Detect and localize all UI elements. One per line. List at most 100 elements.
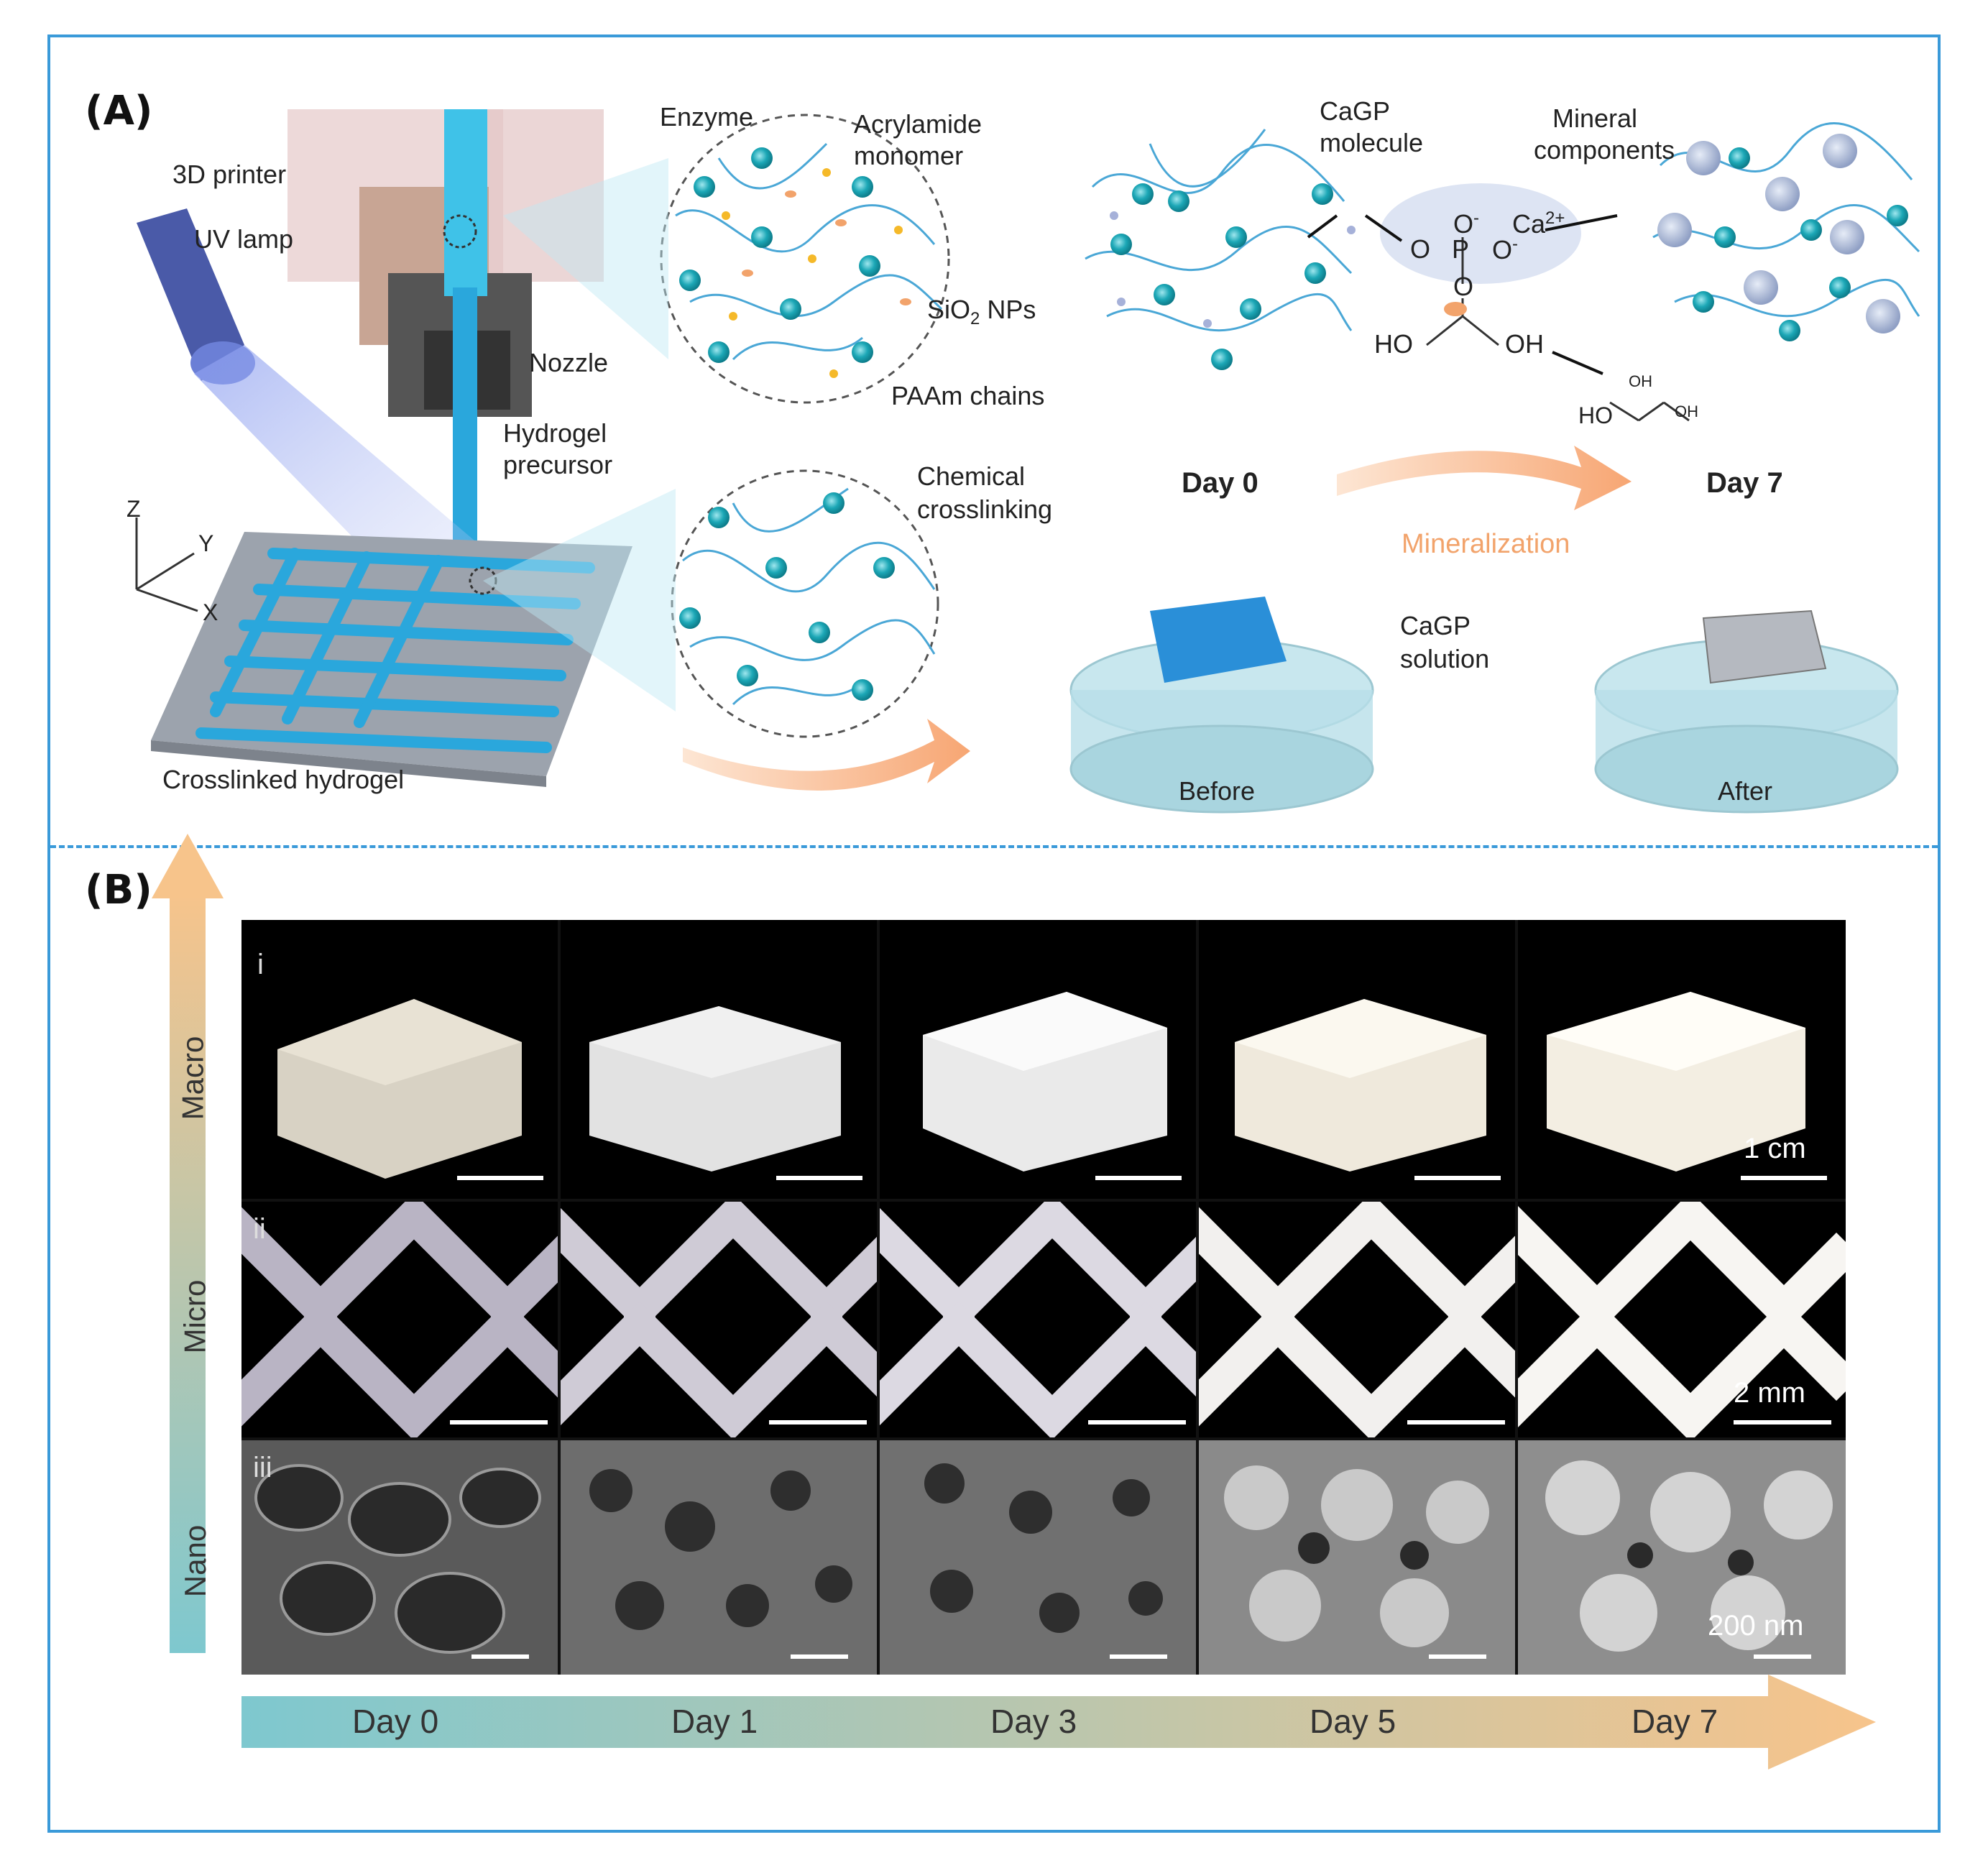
label-hydrogel-precursor-1: Hydrogel	[503, 418, 607, 448]
figure-frame	[47, 34, 1941, 1833]
mineralization-arrow	[1337, 446, 1632, 510]
scalebar	[1414, 1176, 1501, 1180]
precursor-network-circle	[660, 114, 950, 404]
label-crosslinked-hydrogel: Crosslinked hydrogel	[162, 765, 405, 794]
scale-label-macro: 1 cm	[1744, 1133, 1806, 1164]
label-mineralization: Mineralization	[1402, 529, 1570, 559]
scalebar	[1741, 1176, 1827, 1180]
axis-z-label: Z	[126, 496, 141, 522]
micro-day3-image	[880, 1202, 1196, 1437]
phosphate-halo	[1380, 183, 1581, 284]
glycerophosphate-bonds	[1426, 237, 1690, 422]
label-enzyme: Enzyme	[660, 102, 754, 132]
label-acrylamide-1: Acrylamide	[854, 109, 983, 139]
time-label-day1: Day 1	[671, 1703, 758, 1740]
scalebar	[769, 1420, 867, 1424]
label-o-right: O-	[1492, 234, 1519, 264]
row-label-macro: Macro	[175, 1036, 210, 1120]
panel-b-label: (B)	[85, 867, 152, 913]
label-day0: Day 0	[1182, 467, 1258, 499]
panel-divider	[50, 845, 1938, 848]
micrograph-grid: i ii iii 1 cm 2 mm 200 nm	[241, 920, 1846, 1675]
row-numeral-ii: ii	[253, 1213, 266, 1245]
process-arrow-a	[683, 719, 970, 791]
print-platform	[151, 532, 632, 787]
macro-day1-image	[561, 920, 877, 1199]
label-hydrogel-precursor-2: precursor	[503, 450, 613, 479]
nano-day0-image	[241, 1440, 558, 1675]
label-cagp-solution-2: solution	[1400, 644, 1490, 673]
time-label-day0: Day 0	[352, 1703, 439, 1740]
scalebar	[450, 1420, 548, 1424]
label-sio2-nps: SiO2 NPs	[927, 295, 1036, 329]
label-paam-chains: PAAm chains	[891, 381, 1045, 410]
label-nozzle: Nozzle	[529, 348, 609, 377]
scale-label-micro: 2 mm	[1734, 1377, 1805, 1409]
axis-x-label: X	[203, 599, 218, 625]
label-chemical-1: Chemical	[917, 461, 1026, 491]
row-label-nano: Nano	[178, 1524, 213, 1598]
label-o-double: O	[1410, 234, 1431, 264]
scalebar	[776, 1176, 862, 1180]
label-o-top: O-	[1453, 208, 1480, 239]
scale-gradient-arrow-shaft	[170, 891, 206, 1653]
micro-day7-image	[1518, 1202, 1846, 1437]
label-glycerol-oh-top: OH	[1629, 372, 1652, 390]
time-gradient-arrow	[241, 1675, 1876, 1769]
scalebar	[1110, 1654, 1167, 1659]
petri-dish-before	[1069, 597, 1374, 814]
label-o-ester: O	[1453, 272, 1474, 301]
scalebar	[1088, 1420, 1186, 1424]
macro-day3-image	[880, 920, 1196, 1199]
scalebar	[471, 1654, 529, 1659]
reaction-arrows	[1307, 214, 1618, 375]
label-phosphorus: P	[1452, 234, 1470, 264]
label-after: After	[1718, 776, 1773, 806]
micro-day1-image	[561, 1202, 877, 1437]
panel-a-label: (A)	[85, 88, 153, 134]
nano-day1-image	[561, 1440, 877, 1675]
time-label-day3: Day 3	[990, 1703, 1077, 1740]
label-oh: OH	[1505, 329, 1544, 359]
scalebar	[1095, 1176, 1182, 1180]
label-ca-ion: Ca2+	[1512, 208, 1565, 239]
hydrogel-lattice	[195, 548, 595, 753]
axis-y-label: Y	[198, 530, 214, 556]
nano-day7-image	[1518, 1440, 1846, 1675]
nano-day3-image	[880, 1440, 1196, 1675]
scalebar	[1429, 1654, 1486, 1659]
time-label-day5: Day 5	[1310, 1703, 1396, 1740]
label-acrylamide-2: monomer	[854, 141, 964, 170]
label-glycerol-ho: HO	[1578, 402, 1613, 428]
label-cagp-solution-1: CaGP	[1400, 611, 1471, 640]
row-label-micro: Micro	[178, 1279, 212, 1354]
label-cagp-molecule-1: CaGP	[1320, 96, 1391, 126]
enzyme-cleavage-site	[1444, 302, 1467, 316]
petri-dish-after	[1594, 609, 1899, 814]
label-mineral-1: Mineral	[1552, 103, 1638, 133]
scale-gradient-arrow-head	[152, 834, 224, 898]
mineralized-network	[1652, 121, 1920, 341]
scalebar	[1754, 1654, 1811, 1659]
row-numeral-i: i	[257, 949, 264, 980]
macro-day5-image	[1199, 920, 1515, 1199]
label-cagp-molecule-2: molecule	[1320, 128, 1424, 157]
row-numeral-iii: iii	[253, 1452, 272, 1483]
label-ho: HO	[1374, 329, 1413, 359]
label-3d-printer: 3D printer	[172, 160, 287, 189]
nano-day5-image	[1199, 1440, 1515, 1675]
scalebar	[457, 1176, 543, 1180]
macro-day7-image	[1518, 920, 1846, 1199]
micro-day5-image	[1199, 1202, 1515, 1437]
scalebar	[791, 1654, 848, 1659]
label-chemical-2: crosslinking	[917, 494, 1053, 524]
label-day7: Day 7	[1706, 467, 1783, 499]
scalebar	[1407, 1420, 1505, 1424]
crosslinked-network-circle	[671, 469, 939, 738]
label-glycerol-oh-right: OH	[1675, 402, 1698, 420]
zoom-wedge-1	[503, 158, 668, 359]
label-uv-lamp: UV lamp	[194, 224, 294, 254]
macro-day0-image	[241, 920, 558, 1199]
xyz-axes	[135, 517, 198, 612]
